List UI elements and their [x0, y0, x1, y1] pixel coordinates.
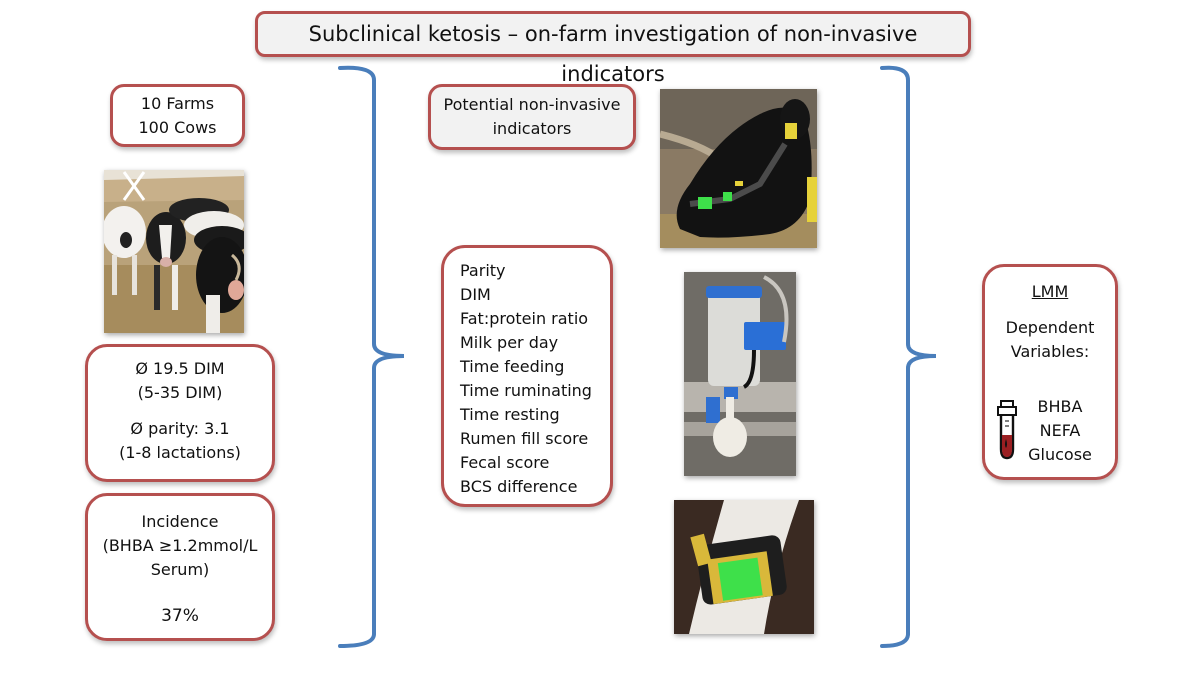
- diagram-title: Subclinical ketosis – on-farm investigat…: [308, 22, 918, 86]
- indicator-item: Milk per day: [460, 333, 559, 352]
- dependent-label-line2: Variables:: [1010, 342, 1090, 361]
- incidence-value: 37%: [161, 606, 199, 626]
- farms-cows-box: 10 Farms 100 Cows: [110, 84, 245, 147]
- variable-nefa: NEFA: [1039, 421, 1081, 440]
- leg-pedometer-photo: [674, 500, 814, 634]
- indicator-item: Time feeding: [460, 357, 565, 376]
- dependent-label-line1: Dependent: [1005, 318, 1095, 337]
- variable-glucose: Glucose: [1028, 445, 1092, 464]
- indicators-list-box: Parity DIM Fat:protein ratio Milk per da…: [441, 245, 613, 507]
- lmm-title: LMM: [1031, 282, 1069, 301]
- mean-parity: Ø parity: 3.1: [130, 419, 230, 438]
- title-box: Subclinical ketosis – on-farm investigat…: [255, 11, 971, 86]
- blood-tube-icon: [997, 400, 1017, 460]
- milk-meter-photo: [684, 272, 796, 476]
- cow-halter-sensor-photo: [660, 89, 817, 248]
- parity-range: (1-8 lactations): [119, 443, 241, 462]
- potential-indicators-line2: indicators: [492, 119, 572, 138]
- incidence-criterion-line1: (BHBA ≥1.2mmol/L: [102, 536, 258, 555]
- potential-indicators-line1: Potential non-invasive: [443, 95, 621, 114]
- indicator-item: Parity: [460, 261, 506, 280]
- indicator-item: BCS difference: [460, 477, 578, 496]
- variable-bhba: BHBA: [1037, 397, 1083, 416]
- mean-dim: Ø 19.5 DIM: [135, 359, 225, 378]
- incidence-label: Incidence: [141, 512, 219, 531]
- dim-parity-box: Ø 19.5 DIM (5-35 DIM) Ø parity: 3.1 (1-8…: [85, 344, 275, 482]
- incidence-box: Incidence (BHBA ≥1.2mmol/L Serum) 37%: [85, 493, 275, 641]
- dim-range: (5-35 DIM): [137, 383, 223, 402]
- indicator-item: Time ruminating: [460, 381, 592, 400]
- right-brace: [880, 65, 937, 648]
- indicator-item: Fat:protein ratio: [460, 309, 589, 328]
- cows-count: 100 Cows: [138, 118, 217, 137]
- incidence-criterion-line2: Serum): [150, 560, 210, 579]
- indicator-item: DIM: [460, 285, 491, 304]
- indicator-item: Fecal score: [460, 453, 550, 472]
- farms-count: 10 Farms: [140, 94, 215, 113]
- potential-indicators-header: Potential non-invasive indicators: [428, 84, 636, 150]
- cows-in-barn-photo: [104, 170, 244, 333]
- indicator-item: Rumen fill score: [460, 429, 589, 448]
- left-brace: [338, 65, 405, 648]
- indicator-item: Time resting: [460, 405, 560, 424]
